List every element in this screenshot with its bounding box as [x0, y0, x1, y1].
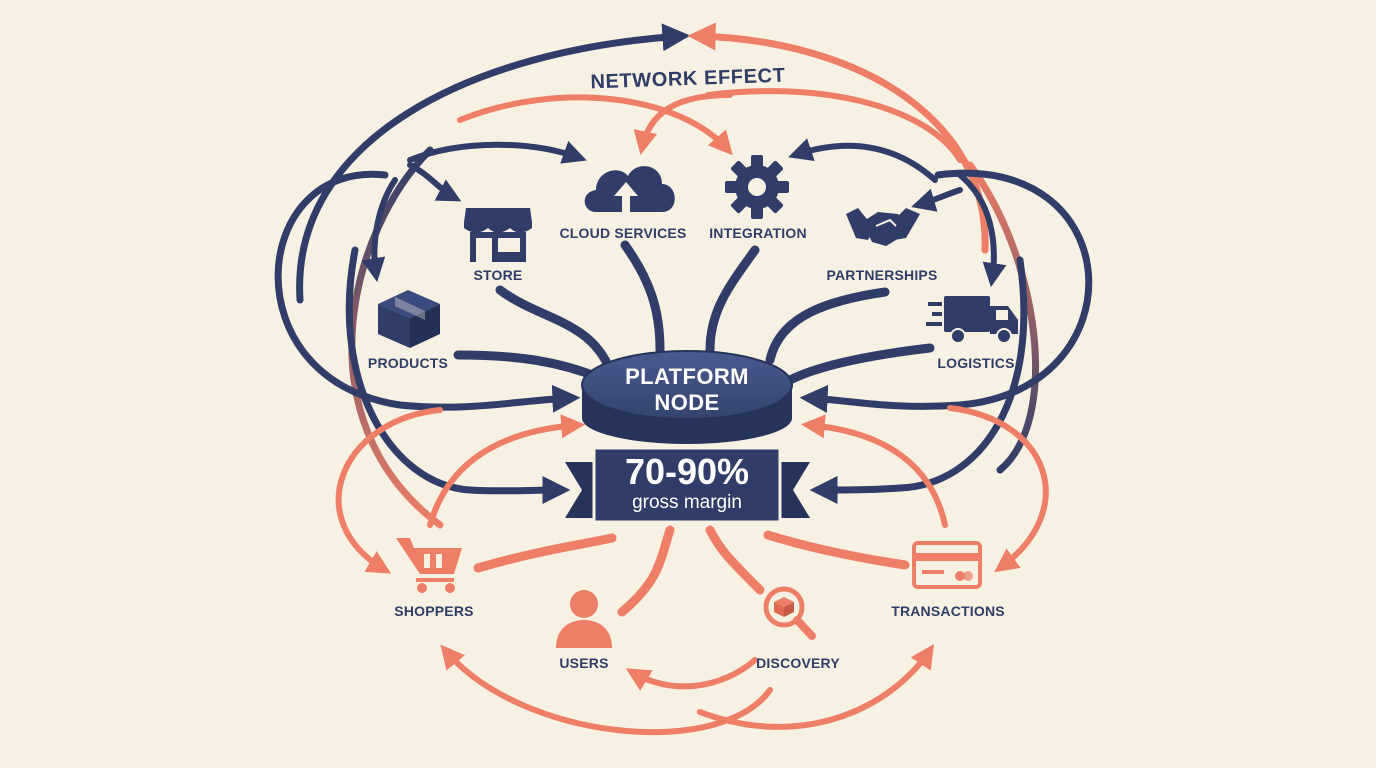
coral-loop-left-inner: [427, 414, 586, 528]
spoke-cloud: [620, 240, 665, 355]
node-partnerships-label: PARTNERSHIPS: [826, 267, 937, 283]
node-users: USERS: [556, 590, 612, 671]
gear-icon: [725, 155, 789, 219]
credit-card-icon: [912, 541, 982, 589]
navy-arc-to-integration: [788, 138, 938, 183]
spoke-partnerships: [765, 287, 890, 365]
spoke-logistics: [785, 343, 935, 385]
node-store-label: STORE: [474, 267, 523, 283]
node-cloud-services-label: CLOUD SERVICES: [559, 225, 686, 241]
network-loop-right-gradient: [966, 161, 1039, 474]
navy-arc-to-products: [361, 177, 398, 283]
badge-caption: gross margin: [632, 492, 742, 513]
box-icon: [378, 290, 440, 348]
node-partnerships: PARTNERSHIPS: [826, 208, 937, 283]
cloud-upload-icon: [584, 166, 675, 214]
platform-hub: PLATFORM NODE: [581, 350, 793, 444]
node-logistics-label: LOGISTICS: [937, 355, 1014, 371]
badge-value: 70-90%: [625, 451, 749, 492]
navy-loop-right: [799, 169, 1093, 413]
node-products-label: PRODUCTS: [368, 355, 448, 371]
navy-loop-right-lower: [809, 256, 1028, 504]
navy-arc-to-store: [407, 162, 462, 202]
node-discovery: DISCOVERY: [756, 586, 840, 671]
spoke-discovery: [705, 525, 765, 595]
node-discovery-label: DISCOVERY: [756, 655, 840, 671]
magnifier-box-icon: [763, 586, 816, 640]
navy-arc-to-logistics: [957, 172, 1007, 288]
coral-loop-right: [947, 405, 1049, 573]
coral-loop-right-inner: [800, 414, 948, 528]
spoke-shoppers: [473, 533, 617, 573]
node-shoppers-label: SHOPPERS: [394, 603, 473, 619]
margin-badge: 70-90% gross margin: [565, 446, 810, 524]
spokes: [453, 240, 935, 617]
navy-arc-to-cloud: [407, 141, 587, 164]
spoke-store: [495, 285, 615, 375]
coral-loop-bottom-left: [440, 644, 773, 735]
delivery-truck-icon: [926, 296, 1018, 344]
node-logistics: LOGISTICS: [926, 296, 1018, 371]
spoke-integration: [705, 245, 760, 355]
node-integration-label: INTEGRATION: [709, 225, 807, 241]
node-integration: INTEGRATION: [709, 155, 807, 241]
hub-label-line1: PLATFORM: [625, 364, 749, 389]
coral-arc-partnerships: [705, 88, 963, 163]
handshake-icon: [846, 208, 920, 246]
node-cloud-services: CLOUD SERVICES: [559, 166, 686, 241]
network-loop-navy-top: [296, 23, 691, 304]
coral-loop-bottom-mid: [625, 657, 758, 691]
navy-loop-left-lower: [345, 246, 571, 505]
node-store: STORE: [464, 208, 532, 283]
coral-arc-integration: [457, 94, 733, 156]
hub-label-line2: NODE: [654, 390, 719, 415]
node-products: PRODUCTS: [368, 290, 448, 371]
node-transactions: TRANSACTIONS: [891, 541, 1005, 619]
navy-arc-to-partnerships: [911, 187, 963, 212]
outer-loops: [274, 22, 1093, 735]
node-shoppers: SHOPPERS: [394, 538, 474, 619]
navy-loop-left: [274, 170, 581, 413]
spoke-transactions: [763, 530, 910, 570]
spoke-users: [617, 525, 675, 617]
user-icon: [556, 590, 612, 648]
spoke-products: [453, 350, 605, 383]
node-users-label: USERS: [559, 655, 608, 671]
store-icon: [464, 208, 532, 262]
coral-loop-left: [335, 407, 443, 574]
shopping-cart-icon: [396, 538, 462, 593]
coral-loop-bottom-right: [697, 644, 934, 730]
node-transactions-label: TRANSACTIONS: [891, 603, 1005, 619]
